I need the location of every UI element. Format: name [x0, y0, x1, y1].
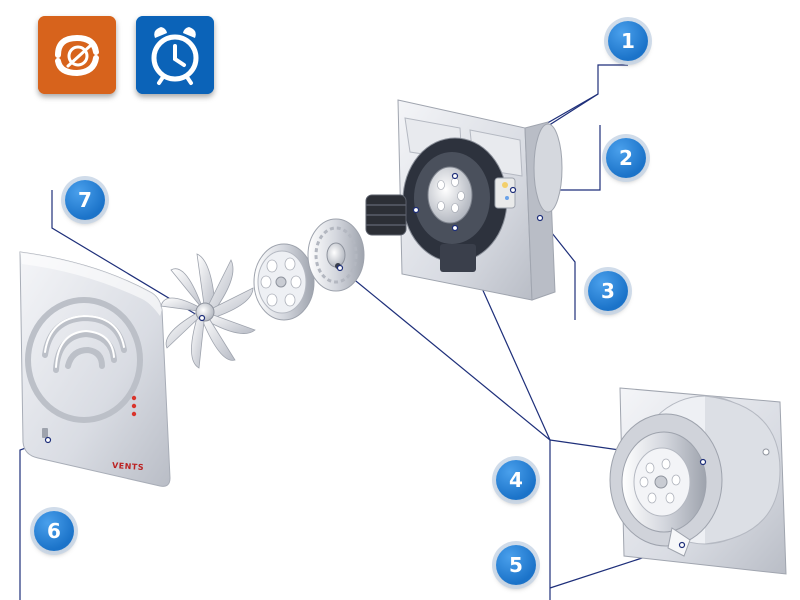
mounting-hole: [762, 448, 770, 456]
callout-6: 6: [34, 511, 74, 551]
callout-7: 7: [65, 180, 105, 220]
callout-1: 1: [608, 21, 648, 61]
impeller-disk: [253, 243, 315, 321]
callout-2: 2: [606, 138, 646, 178]
terminal-block: [440, 244, 476, 272]
control-board: [494, 177, 516, 209]
front-cover-panel: [19, 251, 171, 487]
motor-hub: [427, 166, 473, 224]
assembled-fan: [609, 387, 787, 575]
mounting-plate: [307, 218, 365, 292]
timer-function-icon: [38, 16, 116, 94]
sensor-window: [42, 428, 48, 438]
backdraft-flap: [667, 527, 691, 557]
callout-3: 3: [588, 271, 628, 311]
callout-4: 4: [496, 460, 536, 500]
impeller: [160, 253, 256, 369]
rear-housing: [365, 99, 563, 301]
duct-spigot: [533, 123, 563, 213]
front-grille: [25, 297, 143, 423]
leader-lines: [19, 64, 704, 600]
leader-endpoints: [44, 172, 707, 549]
indicator-leds: [131, 395, 137, 417]
front-grille-highlight: [44, 314, 125, 368]
callout-5: 5: [496, 545, 536, 585]
alarm-clock-icon: [136, 16, 214, 94]
